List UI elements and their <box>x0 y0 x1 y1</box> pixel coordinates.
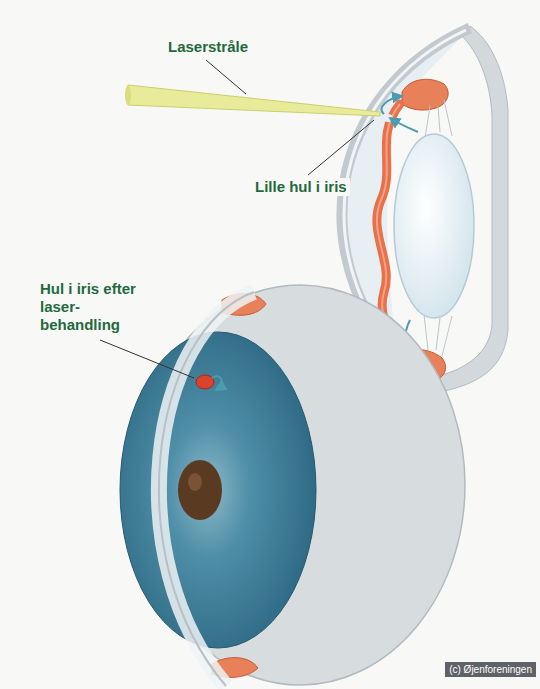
label: Hul i iris efter laser- behandling <box>40 280 140 334</box>
leader-line <box>100 340 194 378</box>
watermark: (c) Øjenforeningen <box>445 662 536 677</box>
iris-front <box>120 332 316 648</box>
pupil-highlight <box>188 473 202 491</box>
pupil <box>178 460 222 520</box>
laser-beam <box>128 85 380 116</box>
cornea-front <box>159 292 254 686</box>
flow-arrow <box>212 376 222 390</box>
leader-line <box>206 60 246 94</box>
iris-hole <box>196 375 214 389</box>
flow-arrow <box>381 96 418 352</box>
leader-line <box>308 120 374 175</box>
label: Lille hul i iris <box>252 178 350 196</box>
ciliary-body <box>402 79 448 110</box>
label: Laserstråle <box>168 38 248 56</box>
laser-beam-end <box>125 85 131 105</box>
lens <box>394 134 474 318</box>
cornea-edge <box>159 292 254 686</box>
